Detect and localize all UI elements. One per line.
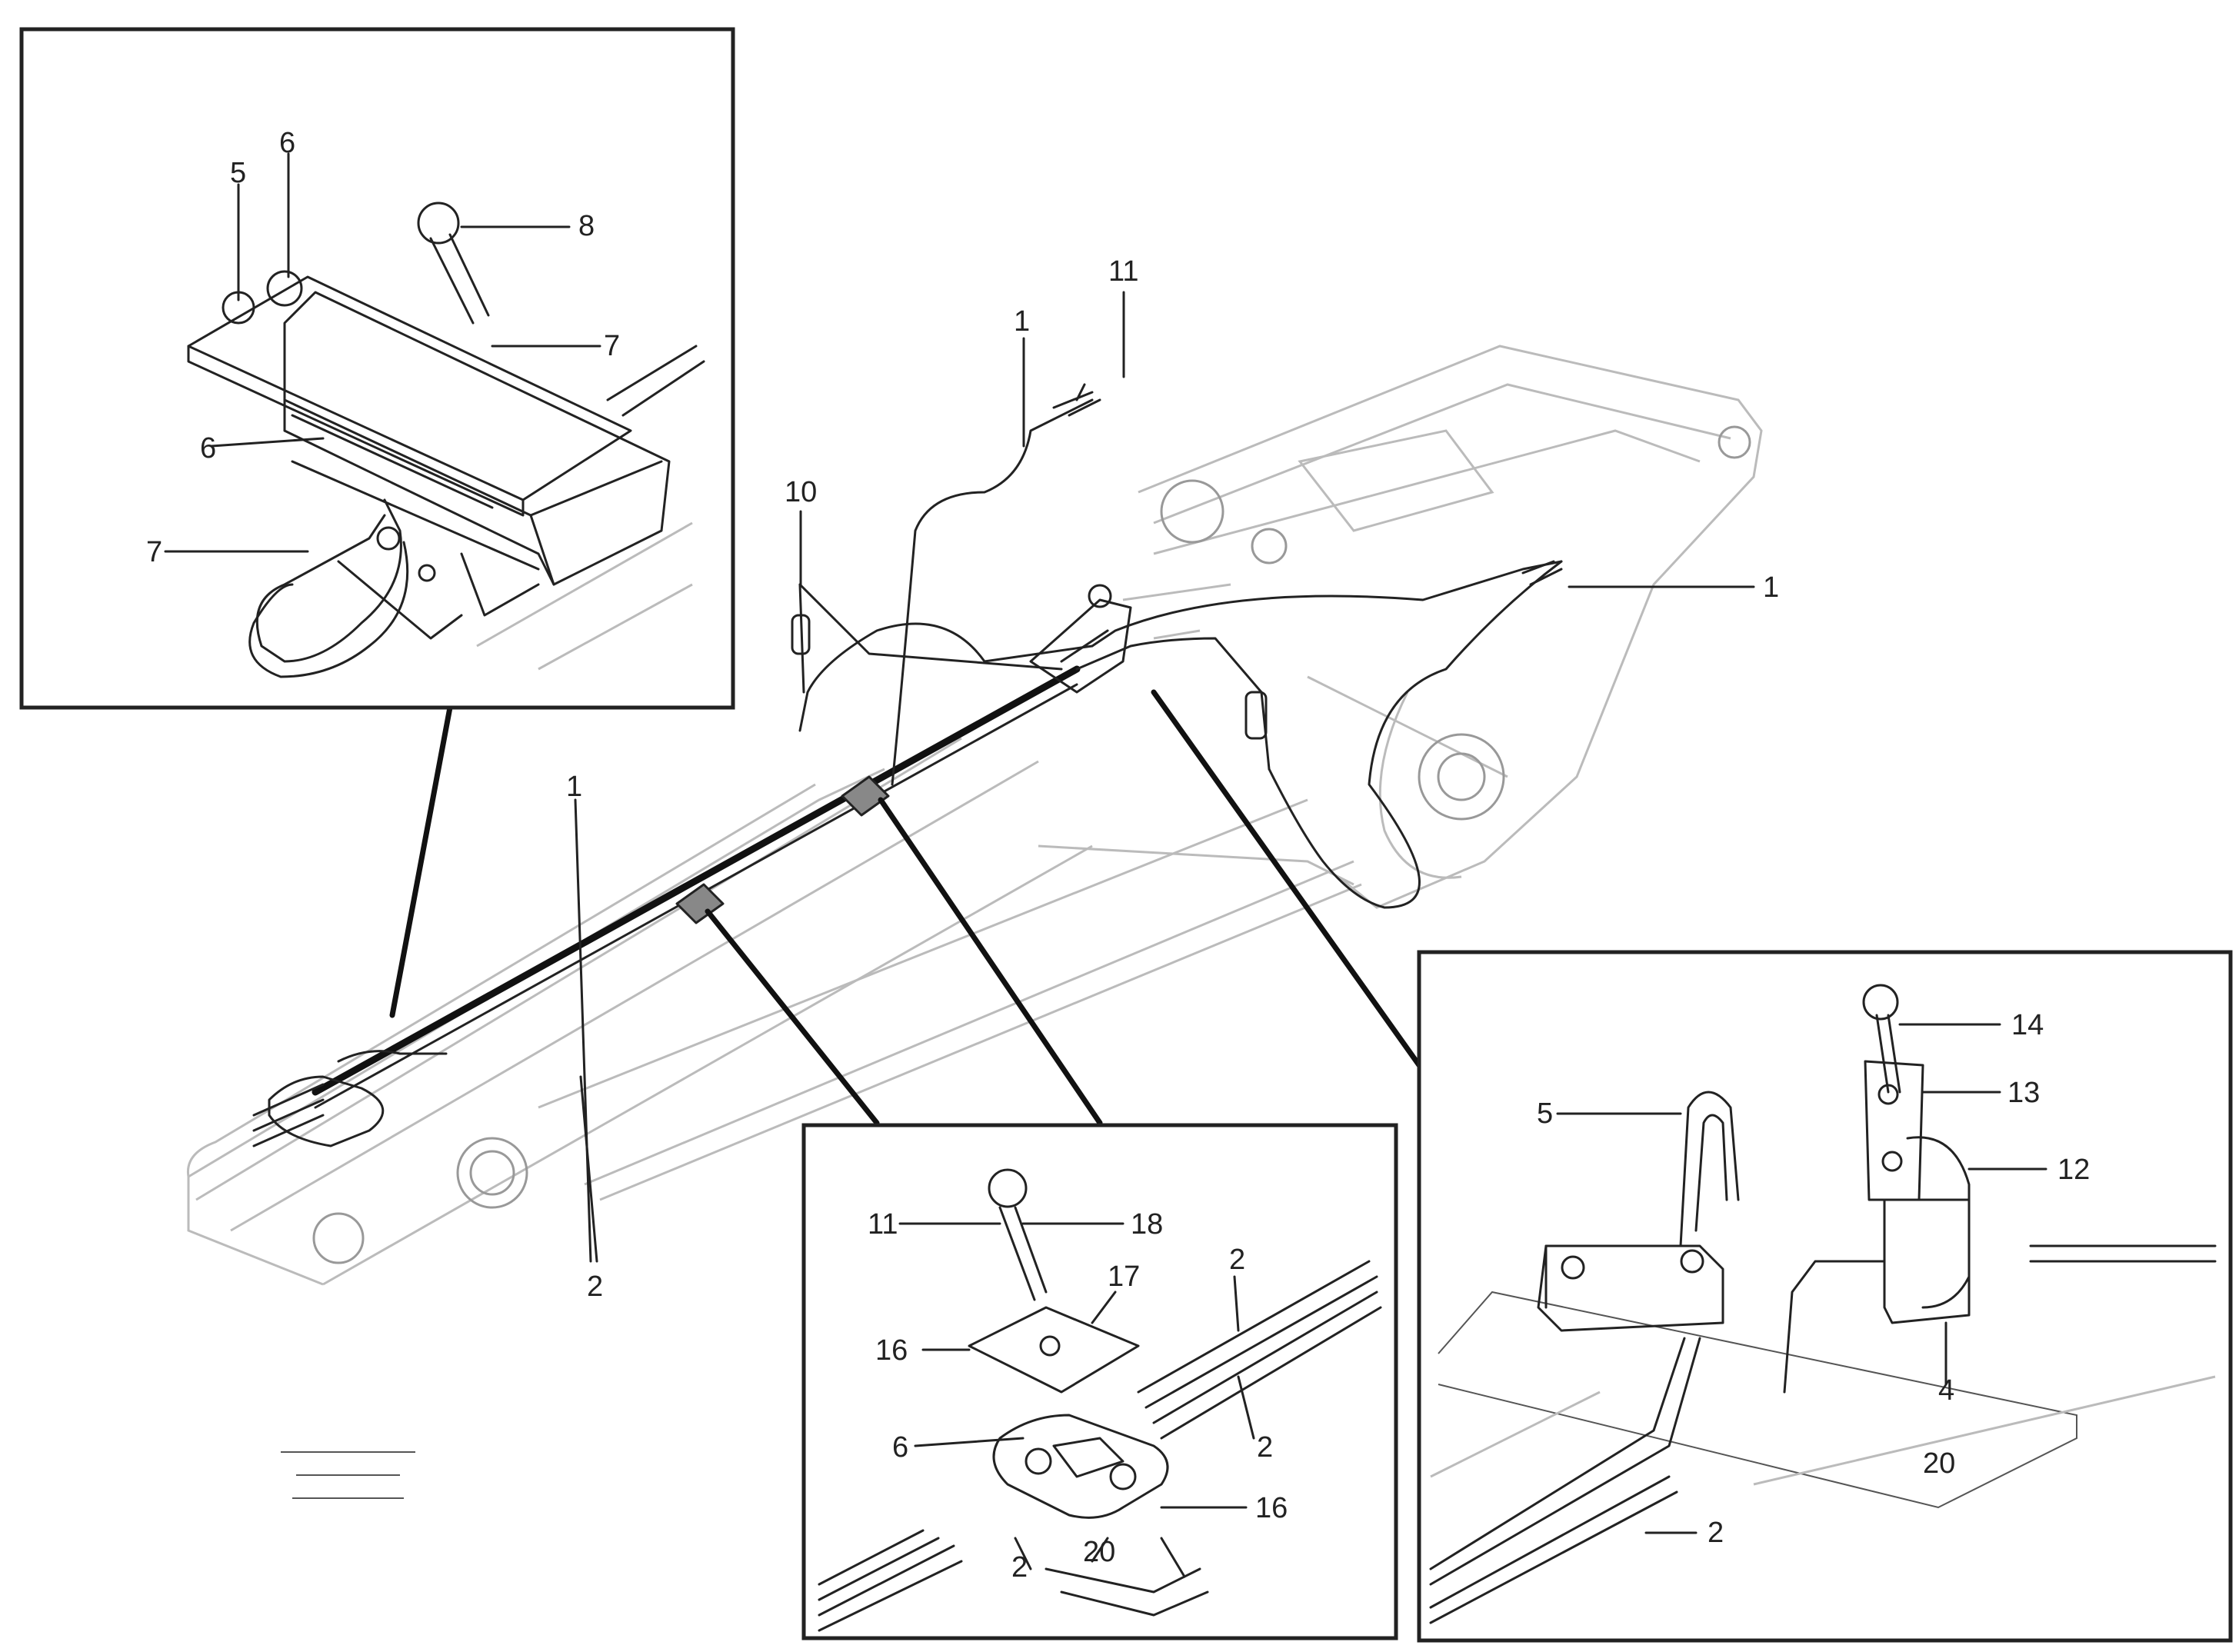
label-br-14: 14 bbox=[2011, 1009, 2044, 1041]
label-tl-5: 5 bbox=[230, 157, 246, 189]
label-br-12: 12 bbox=[2057, 1154, 2090, 1186]
label-main-1c: 1 bbox=[566, 771, 582, 803]
label-br-5: 5 bbox=[1537, 1097, 1553, 1130]
label-bc-20: 20 bbox=[1083, 1536, 1115, 1568]
label-bc-11: 11 bbox=[868, 1208, 898, 1241]
callout-leaders bbox=[389, 689, 1422, 1126]
label-tl-7a: 7 bbox=[604, 330, 620, 362]
label-main-1b: 1 bbox=[1763, 571, 1779, 604]
label-tl-6b: 6 bbox=[200, 432, 216, 465]
detail-box-top-left: 5 6 8 7 6 7 bbox=[19, 27, 735, 710]
label-bc-16b: 16 bbox=[1255, 1492, 1288, 1524]
detail-box-bottom-center: 11 18 17 16 6 2 2 16 20 2 bbox=[801, 1123, 1398, 1640]
label-main-2: 2 bbox=[587, 1271, 603, 1303]
label-bc-2b: 2 bbox=[1257, 1431, 1273, 1464]
label-bc-6: 6 bbox=[892, 1431, 908, 1464]
label-bc-16a: 16 bbox=[875, 1334, 908, 1367]
label-main-11: 11 bbox=[1108, 255, 1138, 288]
label-tl-7b: 7 bbox=[146, 536, 162, 568]
label-bc-2c: 2 bbox=[1011, 1551, 1028, 1584]
detail-box-bottom-right: 14 5 13 12 4 20 2 bbox=[1417, 950, 2233, 1643]
label-br-4: 4 bbox=[1938, 1374, 1954, 1407]
main-callouts: 11 1 10 1 1 2 bbox=[566, 255, 1779, 1303]
label-bc-2a: 2 bbox=[1229, 1244, 1245, 1276]
label-br-20: 20 bbox=[1923, 1447, 1955, 1480]
label-br-2: 2 bbox=[1708, 1517, 1724, 1549]
label-bc-18: 18 bbox=[1131, 1208, 1163, 1241]
label-bc-17: 17 bbox=[1108, 1261, 1140, 1293]
boom-arm-outline bbox=[186, 345, 1763, 1286]
drawing-reference-block bbox=[281, 1451, 415, 1499]
hydraulic-pipes bbox=[252, 383, 1563, 1147]
label-main-1a: 1 bbox=[1014, 305, 1030, 338]
label-main-10: 10 bbox=[785, 476, 817, 508]
label-tl-6a: 6 bbox=[279, 127, 295, 159]
label-tl-8: 8 bbox=[578, 210, 595, 242]
label-br-13: 13 bbox=[2007, 1077, 2040, 1109]
